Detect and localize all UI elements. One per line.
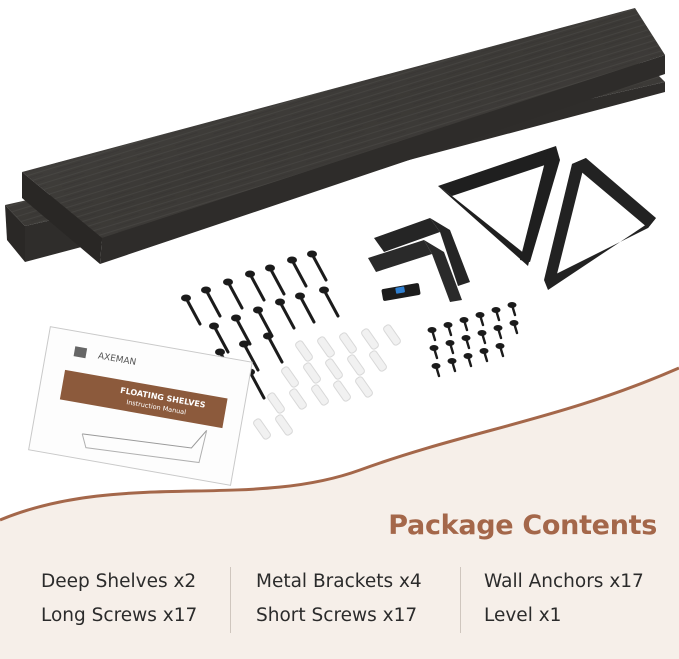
item-metal-brackets: Metal Brackets x4	[256, 571, 422, 592]
column-divider	[230, 567, 231, 633]
short-screw	[429, 345, 439, 360]
contents-column-2: Metal Brackets x4 Short Screws x17	[256, 565, 422, 645]
l-bracket-1	[374, 218, 470, 286]
long-screw	[263, 332, 284, 364]
short-screw	[507, 302, 517, 317]
short-screw	[461, 335, 471, 350]
contents-grid: Deep Shelves x2 Long Screws x17 Metal Br…	[0, 565, 679, 645]
contents-column-1: Deep Shelves x2 Long Screws x17	[41, 565, 197, 645]
short-screw	[431, 363, 441, 378]
long-screws-group	[181, 250, 340, 400]
wall-anchor	[275, 414, 293, 436]
level-tool	[381, 283, 421, 301]
item-level: Level x1	[484, 605, 562, 626]
wall-anchor	[295, 340, 313, 362]
item-long-screws: Long Screws x17	[41, 605, 198, 626]
short-screw	[463, 353, 473, 368]
wave-background	[0, 368, 679, 659]
long-screw	[287, 256, 308, 288]
wall-anchor	[311, 384, 329, 406]
wall-anchor	[281, 366, 299, 388]
wall-anchor	[289, 388, 307, 410]
wall-anchor	[347, 354, 365, 376]
wall-anchor	[317, 336, 335, 358]
l-bracket-2	[368, 240, 462, 302]
long-screw	[181, 294, 202, 326]
triangle-bracket-1	[438, 146, 560, 266]
short-screw	[495, 343, 505, 358]
wall-anchor	[383, 324, 401, 346]
long-screw	[223, 278, 244, 310]
wave-edge	[0, 366, 679, 522]
wall-anchors-group	[253, 324, 401, 440]
wall-anchor	[303, 362, 321, 384]
long-screw	[319, 286, 340, 318]
shelf-top	[22, 8, 665, 264]
long-screw	[265, 264, 286, 296]
column-divider	[460, 567, 461, 633]
long-screw	[201, 286, 222, 318]
short-screw	[459, 317, 469, 332]
item-deep-shelves: Deep Shelves x2	[41, 571, 197, 592]
contents-column-3: Wall Anchors x17 Level x1	[484, 565, 644, 645]
short-screw	[445, 340, 455, 355]
wall-anchor	[325, 358, 343, 380]
short-screw	[493, 325, 503, 340]
wall-anchor	[267, 392, 285, 414]
wall-anchor	[253, 418, 271, 440]
long-screw	[239, 340, 260, 372]
short-screw	[491, 307, 501, 322]
wall-anchor	[339, 332, 357, 354]
short-screw	[443, 322, 453, 337]
long-screw	[295, 292, 316, 324]
item-wall-anchors: Wall Anchors x17	[484, 571, 644, 592]
long-screw	[245, 270, 266, 302]
wall-anchor	[355, 376, 373, 398]
package-contents-heading: Package Contents	[388, 510, 657, 541]
long-screw	[275, 298, 296, 330]
short-screw	[509, 320, 519, 335]
short-screw	[477, 330, 487, 345]
short-screw	[475, 312, 485, 327]
wall-anchor	[333, 380, 351, 402]
short-screw	[479, 348, 489, 363]
long-screw	[209, 322, 230, 354]
long-screw	[231, 314, 252, 346]
long-screw	[253, 306, 274, 338]
instruction-manual	[28, 326, 253, 486]
item-short-screws: Short Screws x17	[256, 605, 418, 626]
short-screw	[447, 358, 457, 373]
wall-anchor	[361, 328, 379, 350]
triangle-bracket-2	[544, 158, 656, 290]
short-screws-group	[427, 302, 519, 378]
wall-anchor	[369, 350, 387, 372]
long-screw	[307, 250, 328, 282]
short-screw	[427, 327, 437, 342]
